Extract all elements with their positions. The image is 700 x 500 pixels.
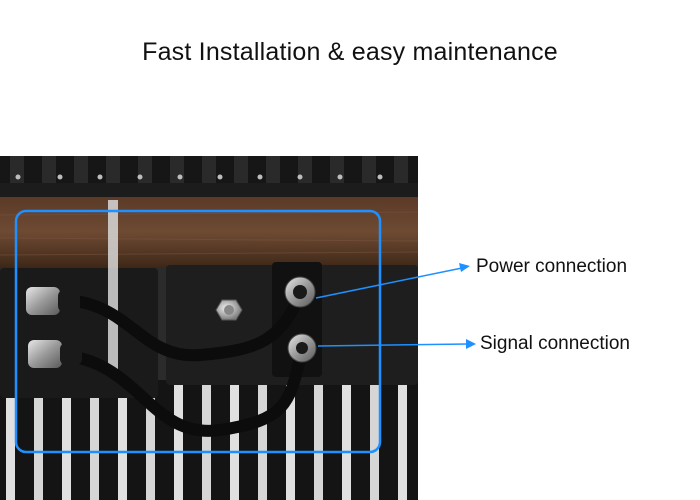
power-arrow-icon bbox=[315, 263, 470, 299]
power-connection-label: Power connection bbox=[476, 256, 628, 277]
page-title: Fast Installation & easy maintenance bbox=[142, 38, 558, 66]
vertical-bars bbox=[0, 380, 418, 500]
highlight-frame bbox=[14, 209, 382, 454]
signal-connection-label: Signal connection bbox=[480, 333, 630, 354]
top-fins bbox=[0, 156, 418, 197]
zip-tie bbox=[108, 200, 118, 370]
wooden-beam bbox=[0, 197, 418, 267]
left-power-connector-icon bbox=[26, 287, 80, 315]
power-cable bbox=[59, 292, 306, 362]
left-signal-connector-icon bbox=[28, 340, 82, 368]
signal-arrow-icon bbox=[317, 339, 476, 349]
signal-connector-icon bbox=[287, 333, 317, 363]
power-connector-icon bbox=[284, 276, 316, 308]
center-bolt-icon bbox=[215, 299, 243, 321]
signal-cable bbox=[59, 348, 308, 437]
